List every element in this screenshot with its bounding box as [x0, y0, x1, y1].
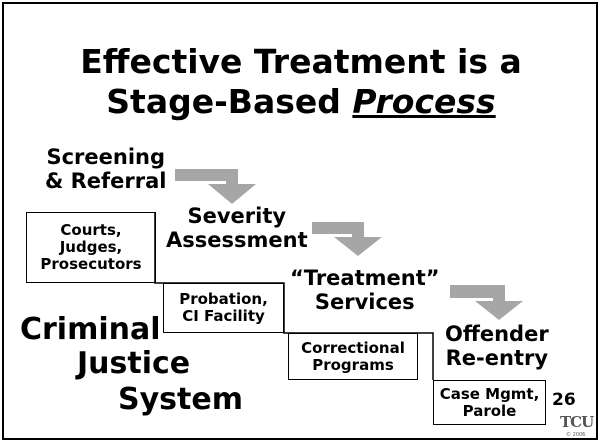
title-line-2-prefix: Stage-Based — [106, 82, 353, 121]
box-3-line-1: Correctional — [301, 338, 405, 357]
stage-arrow-1 — [175, 169, 256, 204]
box-4-line-1: Case Mgmt, — [439, 384, 540, 403]
tcu-logo: TCU — [560, 413, 594, 431]
title-emphasis: Process — [352, 82, 496, 121]
stage-3-line-1: “Treatment” — [290, 266, 440, 290]
stage-1-line-1: Screening — [46, 145, 166, 169]
title-line-1: Effective Treatment is a — [80, 42, 522, 81]
box-3-line-2: Programs — [312, 355, 394, 374]
system-label-line-3: System — [118, 382, 243, 417]
stage-2-line-1: Severity — [187, 204, 287, 228]
stage-4-line-1: Offender — [445, 322, 549, 346]
box-2-line-1: Probation, — [179, 290, 268, 308]
slide-title: Effective Treatment is a Stage-Based Pro… — [0, 42, 602, 122]
box-1-line-1: Courts, — [60, 221, 122, 239]
box-courts-judges-prosecutors: Courts, Judges, Prosecutors — [26, 212, 156, 283]
system-label-line-1: Criminal — [20, 312, 161, 347]
stage-screening-referral: Screening & Referral — [45, 145, 167, 193]
stage-offender-reentry: Offender Re-entry — [445, 322, 549, 370]
box-1-line-3: Prosecutors — [40, 255, 142, 273]
stage-treatment-services: “Treatment” Services — [290, 266, 440, 314]
box-case-mgmt-parole: Case Mgmt, Parole — [433, 380, 546, 425]
logo-copyright: © 2006 — [566, 432, 586, 438]
box-2-line-2: CI Facility — [182, 307, 265, 325]
stage-3-line-2: Services — [314, 290, 415, 314]
title-line-2: Stage-Based Process — [0, 82, 602, 122]
stage-severity-assessment: Severity Assessment — [166, 204, 308, 252]
stage-2-line-2: Assessment — [166, 228, 308, 252]
stage-arrow-3 — [450, 285, 523, 320]
stage-1-line-2: & Referral — [45, 169, 167, 193]
system-label-line-2: Justice — [77, 346, 191, 381]
box-1-line-2: Judges, — [59, 238, 123, 256]
stage-4-line-2: Re-entry — [445, 346, 549, 370]
slide-frame — [2, 2, 598, 440]
box-probation-ci-facility: Probation, CI Facility — [163, 283, 284, 333]
stage-arrow-2 — [312, 222, 382, 256]
page-number: 26 — [552, 390, 576, 410]
box-correctional-programs: Correctional Programs — [288, 333, 418, 380]
box-4-line-2: Parole — [462, 401, 517, 420]
